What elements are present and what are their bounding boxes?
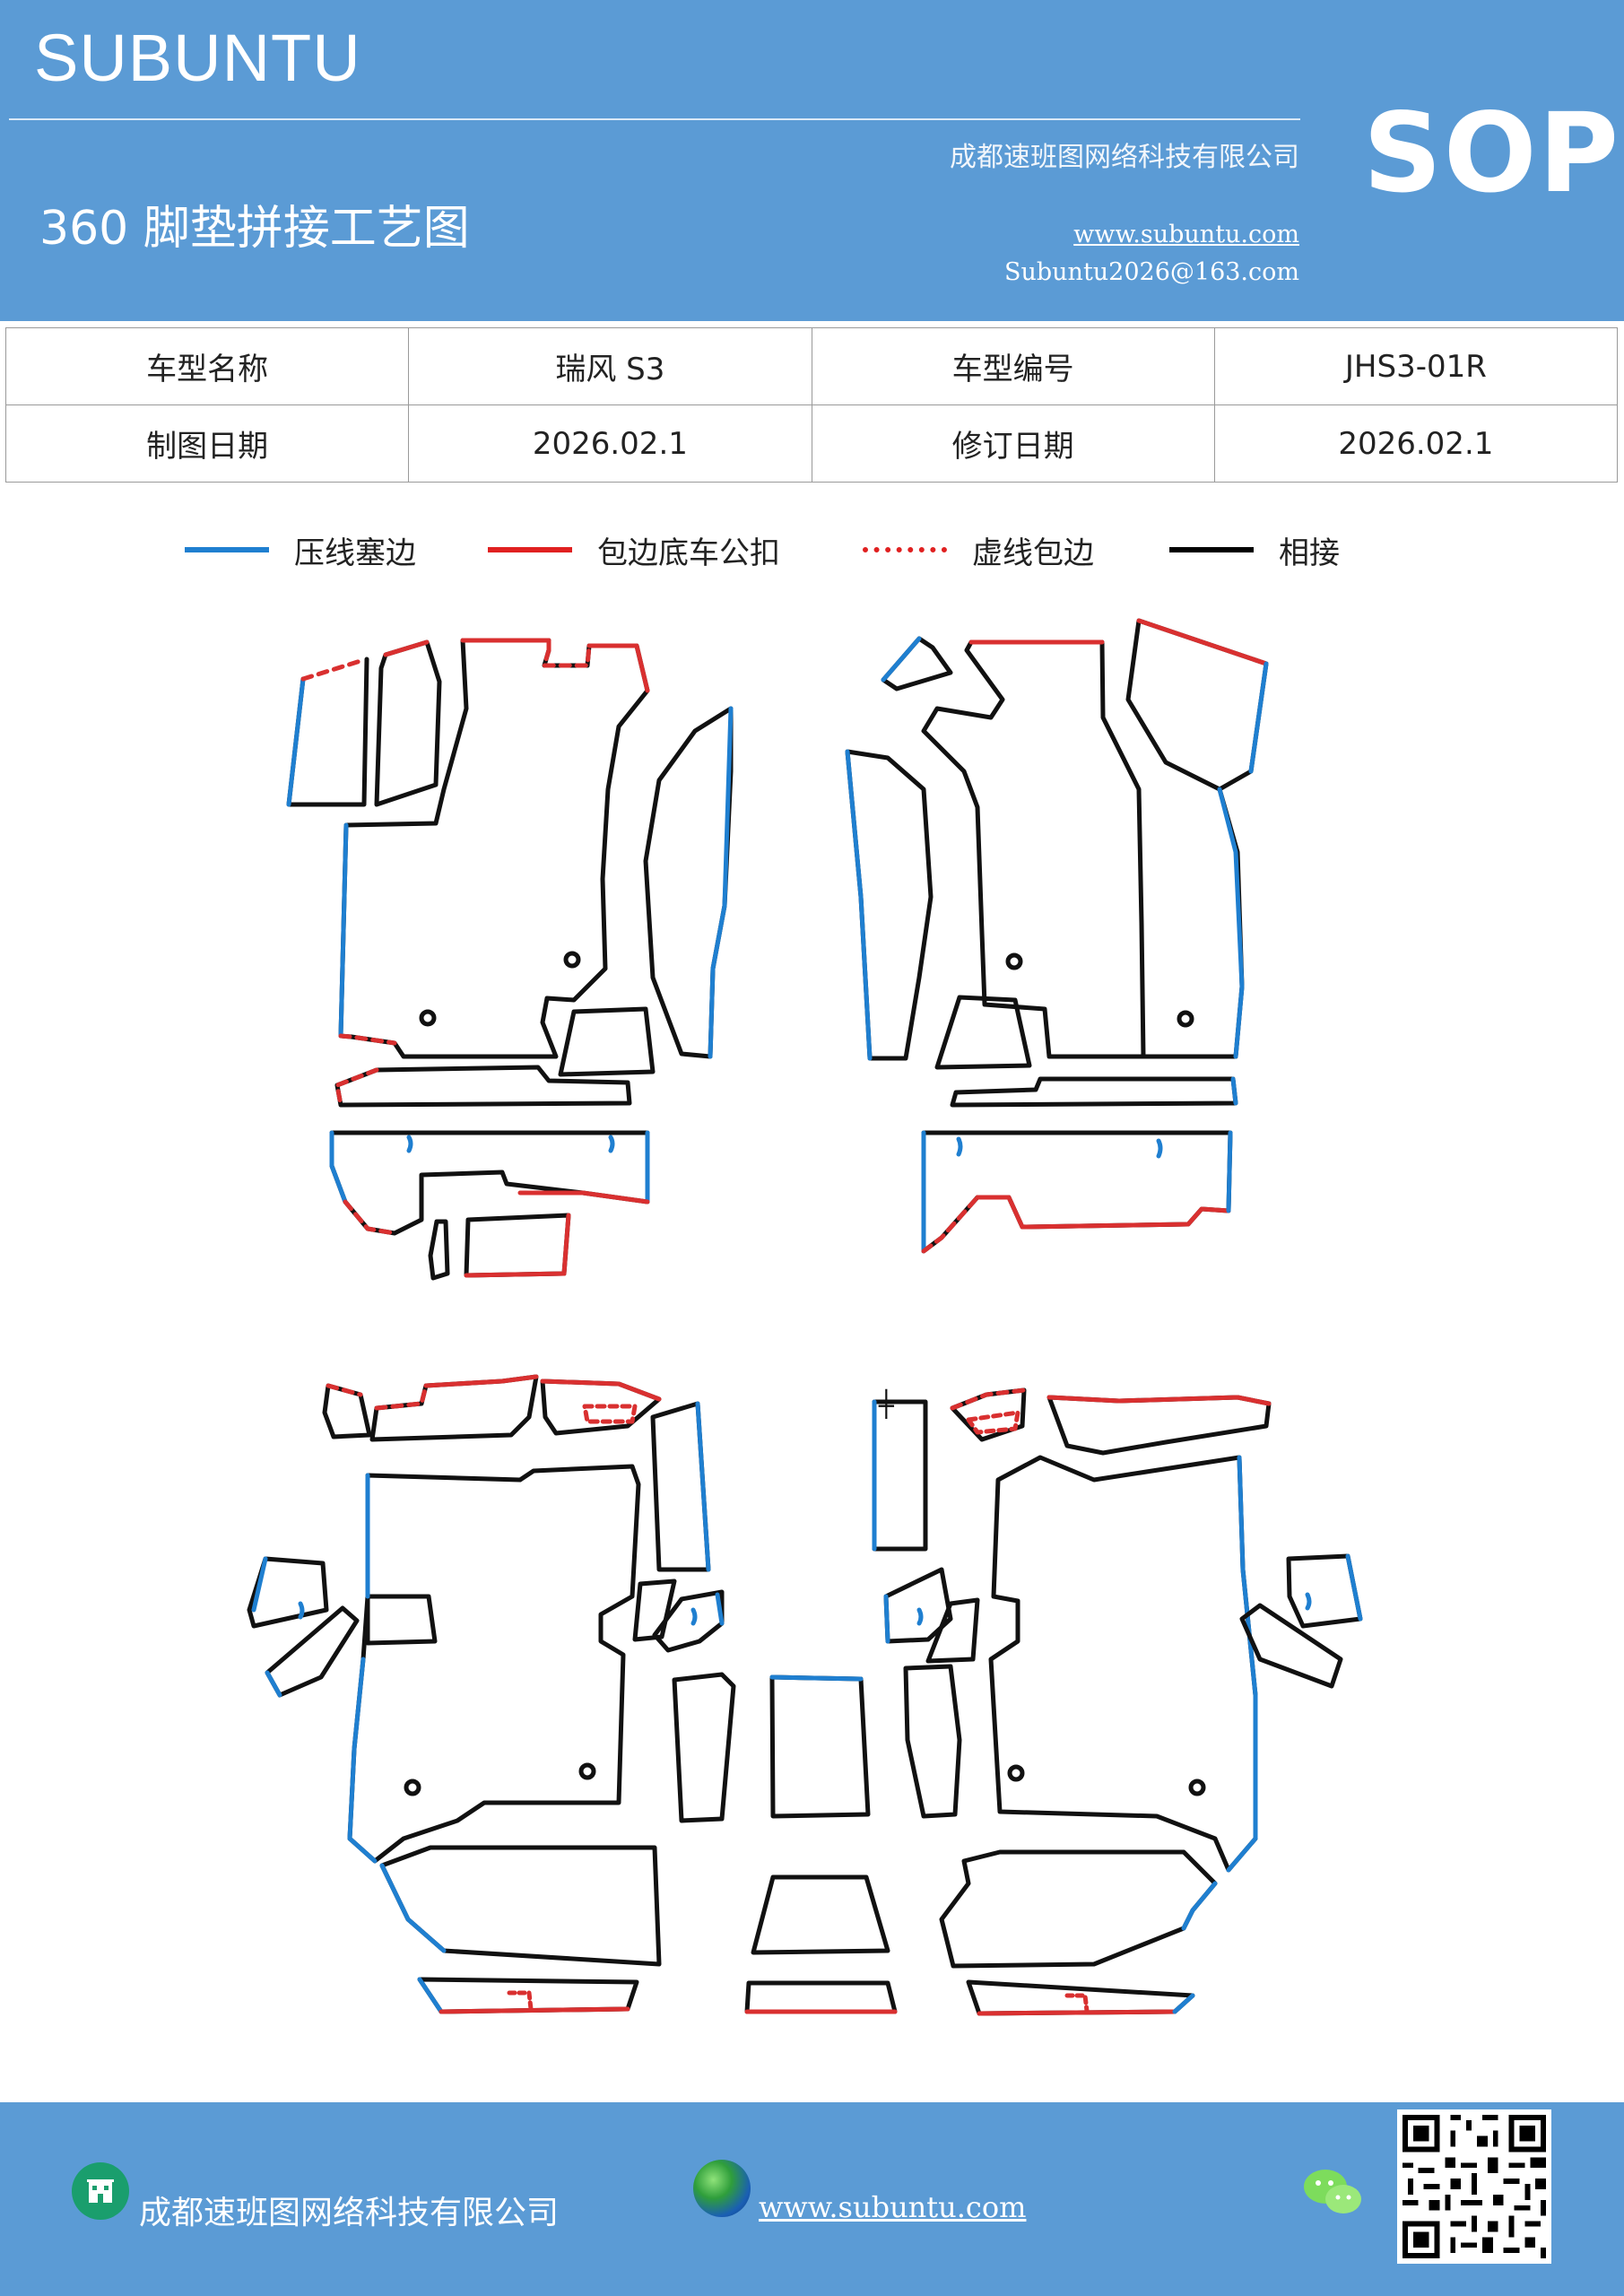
label-model-name: 车型名称 xyxy=(4,327,410,405)
footer-website-link[interactable]: www.subuntu.com xyxy=(759,2190,1027,2224)
value-model-name: 瑞风 S3 xyxy=(408,327,812,405)
legend-label: 包边底车公扣 xyxy=(597,535,780,571)
legend-label: 相接 xyxy=(1279,535,1340,571)
value-revision-date: 2026.02.1 xyxy=(1213,404,1619,483)
footer-banner: 成都速班图网络科技有限公司 www.subuntu.com xyxy=(0,2102,1624,2296)
label-revision-date: 修订日期 xyxy=(811,404,1215,483)
value-draw-date: 2026.02.1 xyxy=(408,404,812,483)
legend-label: 虚线包边 xyxy=(972,535,1094,571)
rear-left-mat-group xyxy=(247,1374,736,2014)
website-link[interactable]: www.subuntu.com xyxy=(1073,221,1299,248)
floor-mat-diagram: ╪ xyxy=(247,618,1363,2016)
building-icon-glyph xyxy=(87,2179,114,2203)
table-row: 车型名称 瑞风 S3 车型编号 JHS3-01R xyxy=(4,327,1619,405)
qr-code[interactable] xyxy=(1397,2109,1551,2264)
legend-item-press-edge: 压线塞边 xyxy=(185,527,416,572)
email-address[interactable]: Subuntu2026@163.com xyxy=(1004,258,1299,286)
document-title: 360 脚垫拼接工艺图 xyxy=(39,202,470,256)
label-model-code: 车型编号 xyxy=(811,327,1215,405)
legend-item-dashed-wrap: 虚线包边 xyxy=(863,527,1094,572)
sop-badge: SOP xyxy=(1363,90,1620,217)
header-divider xyxy=(9,118,1300,120)
footer-company-name: 成都速班图网络科技有限公司 xyxy=(139,2195,560,2231)
label-draw-date: 制图日期 xyxy=(4,404,410,483)
company-name: 成都速班图网络科技有限公司 xyxy=(950,142,1299,173)
value-model-code: JHS3-01R xyxy=(1213,327,1619,405)
legend-label: 压线塞边 xyxy=(294,535,416,571)
building-icon xyxy=(72,2162,129,2220)
legend-swatch xyxy=(1169,547,1254,552)
legend-item-wrap-edge: 包边底车公扣 xyxy=(488,527,780,572)
legend-item-joint: 相接 xyxy=(1169,527,1340,572)
legend-swatch xyxy=(185,547,269,552)
legend-swatch xyxy=(863,547,947,552)
wechat-icon[interactable] xyxy=(1302,2165,1365,2219)
info-table: 车型名称 瑞风 S3 车型编号 JHS3-01R 制图日期 2026.02.1 … xyxy=(4,327,1619,483)
front-left-mat-group xyxy=(286,638,734,1281)
marker-glyph: ╪ xyxy=(878,1388,895,1419)
front-right-mat-group xyxy=(845,618,1269,1254)
header-banner: SUBUNTU SOP 360 脚垫拼接工艺图 成都速班图网络科技有限公司 ww… xyxy=(0,0,1624,321)
globe-icon xyxy=(693,2160,751,2217)
center-mat-group: ╪ xyxy=(744,1388,928,2014)
rear-right-mat-group xyxy=(883,1387,1363,2016)
table-row: 制图日期 2026.02.1 修订日期 2026.02.1 xyxy=(4,404,1619,483)
legend-swatch xyxy=(488,547,572,552)
brand-name: SUBUNTU xyxy=(34,21,361,95)
legend: 压线塞边 包边底车公扣 虚线包边 相接 xyxy=(0,527,1624,572)
